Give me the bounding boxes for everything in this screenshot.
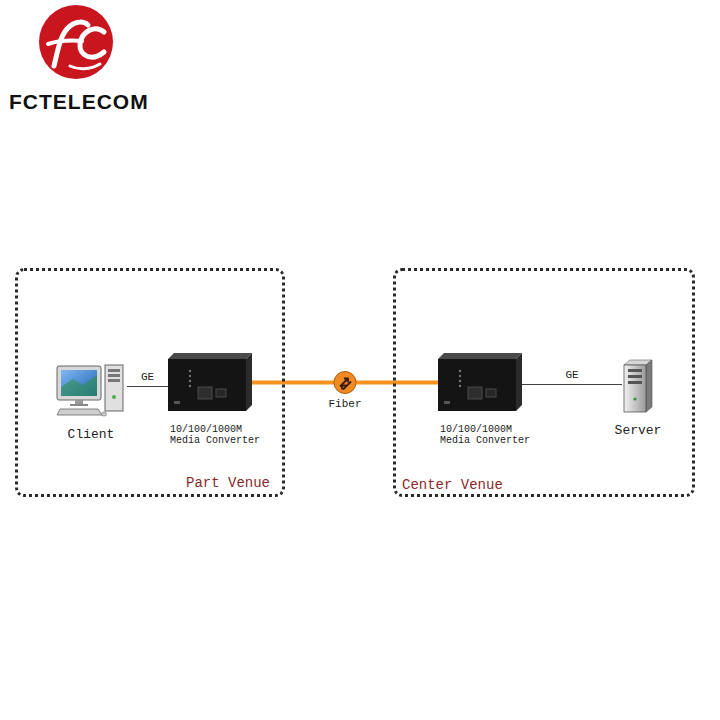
logo-stroke	[48, 41, 82, 44]
client-computer: Client	[55, 363, 127, 442]
fiber-symbol	[334, 372, 356, 394]
conv-icon	[438, 353, 522, 411]
media-converter: 10/100/1000M Media Converter	[168, 353, 264, 446]
node-label: Client	[55, 427, 127, 442]
conv-icon	[168, 353, 252, 411]
logo-stroke	[70, 64, 100, 69]
logo-stroke	[80, 29, 104, 57]
media-converter: 10/100/1000M Media Converter	[438, 353, 534, 446]
venue-label: Center Venue	[402, 477, 503, 493]
client-icon	[55, 363, 127, 417]
brand-name: FCTELECOM	[9, 90, 149, 114]
ethernet-link	[522, 384, 622, 385]
company-logo	[0, 0, 160, 90]
venue-region: Client 10/100/1000M Media ConverterPart V…	[15, 268, 285, 497]
link-label: GE	[139, 371, 156, 383]
link-label: Fiber	[326, 398, 363, 410]
device-label: 10/100/1000M Media Converter	[168, 424, 264, 446]
device-label: 10/100/1000M Media Converter	[438, 424, 534, 446]
server-tower: Server	[610, 359, 666, 438]
link-label: GE	[563, 369, 580, 381]
venue-label: Part Venue	[186, 475, 270, 491]
logo-circle	[39, 5, 113, 79]
server-icon	[622, 359, 654, 413]
venue-region: 10/100/1000M Media Converter ServerCenter…	[393, 268, 695, 497]
ethernet-link	[127, 386, 168, 387]
logo-stroke	[54, 22, 88, 66]
node-label: Server	[610, 423, 666, 438]
